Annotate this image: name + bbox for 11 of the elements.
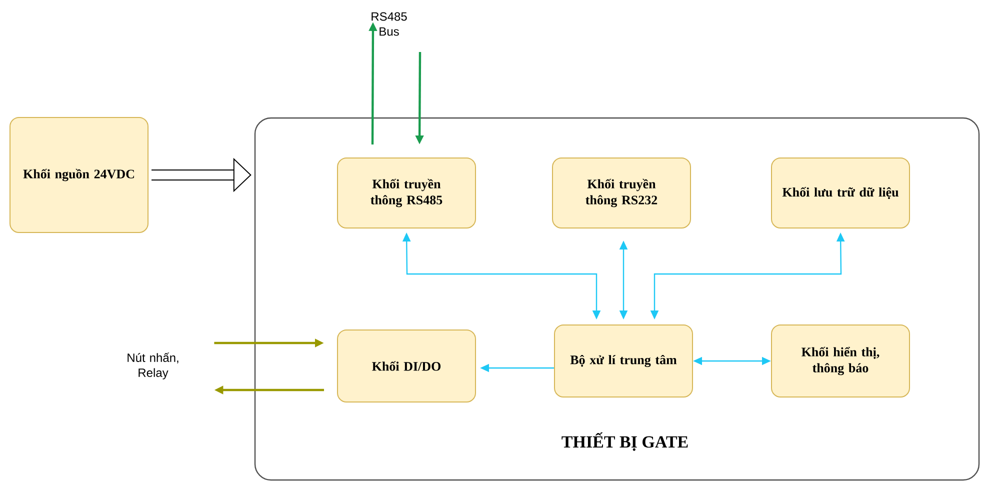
block-box: Khối lưu trữ dữ liệu xyxy=(771,158,910,228)
frame-title: THIẾT BỊ GATE xyxy=(562,432,688,451)
block-box: Khối DI/DO xyxy=(337,330,476,402)
block-box: Khối nguồn 24VDC xyxy=(10,117,148,233)
device-frame xyxy=(254,117,980,481)
signal-label: RS485 Bus xyxy=(372,12,407,36)
block-box: Khối truyền thông RS485 xyxy=(337,158,476,228)
block-box: Khối truyền thông RS232 xyxy=(552,158,691,228)
block-box: Khối hiển thị, thông báo xyxy=(771,324,910,398)
block-box: Bộ xử lí trung tâm xyxy=(554,324,693,398)
signal-label: Nút nhấn, Relay xyxy=(128,352,178,380)
